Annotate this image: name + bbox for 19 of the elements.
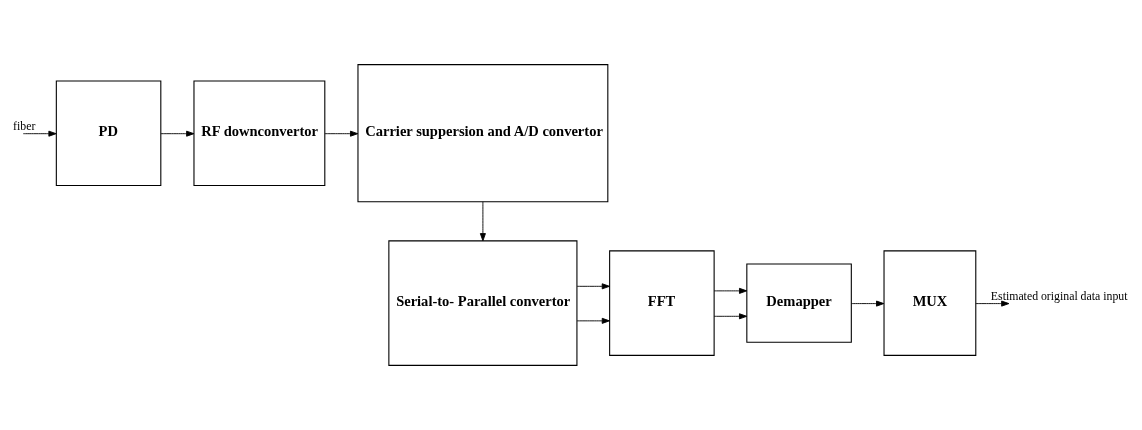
arrow	[22, 130, 57, 137]
node-box: Carrier suppersion and A/D convertor	[357, 64, 609, 203]
edge-label: fiber	[13, 119, 36, 134]
arrow	[851, 300, 885, 307]
arrow	[975, 300, 1010, 307]
arrow	[479, 201, 486, 242]
arrow	[576, 283, 610, 290]
arrow	[324, 130, 359, 137]
node-box: PD	[55, 80, 162, 186]
node-box: Serial-to- Parallel convertor	[388, 240, 578, 366]
node-box: MUX	[883, 250, 977, 356]
arrow	[713, 287, 748, 294]
node-box: Demapper	[746, 263, 852, 343]
arrow	[160, 130, 195, 137]
node-box: FFT	[609, 250, 715, 356]
edge-label: Estimated original data input	[990, 289, 1128, 304]
arrow	[713, 313, 748, 320]
arrow	[576, 317, 610, 324]
node-box: RF downconvertor	[193, 80, 326, 186]
